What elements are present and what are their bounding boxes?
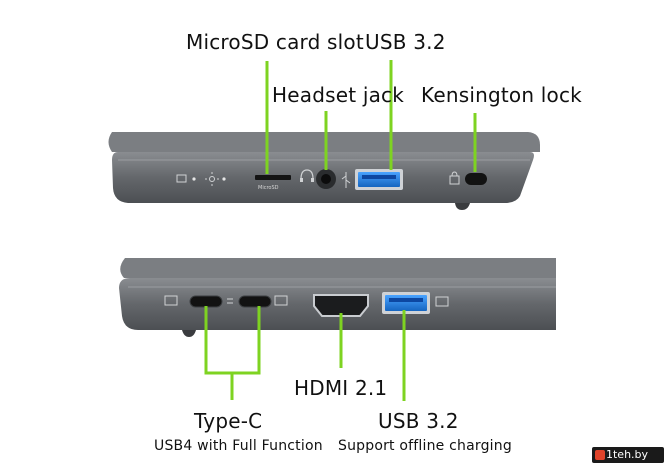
watermark: 1teh.by	[592, 447, 664, 463]
battery-indicator-icon	[176, 174, 187, 183]
type-c-port-2	[238, 295, 272, 308]
label-microsd-card-slot: MicroSD card slot	[186, 30, 364, 54]
top-laptop-side: MicroSD	[108, 132, 540, 210]
label-usb-3-2-bottom: USB 3.2	[378, 409, 459, 433]
label-usb-3-2-top: USB 3.2	[365, 30, 446, 54]
bottom-callout-lines	[204, 306, 406, 401]
power-light-icon	[205, 172, 219, 186]
top-callout-lines	[265, 60, 477, 174]
hdmi-port	[313, 294, 369, 317]
microsd-mark-text: MicroSD	[258, 185, 279, 191]
label-type-c: Type-C	[194, 409, 263, 433]
label-hdmi-2-1: HDMI 2.1	[294, 376, 388, 400]
watermark-logo-icon	[595, 450, 605, 460]
lock-icon	[449, 171, 460, 185]
usb-icon	[341, 172, 351, 188]
label-headset-jack: Headset jack	[272, 83, 405, 107]
top-foot	[455, 203, 470, 210]
indicator-led	[192, 177, 196, 181]
microsd-slot	[255, 175, 291, 180]
thunderbolt-icon	[227, 298, 233, 304]
headset-icon	[300, 169, 314, 182]
bottom-foot	[182, 330, 196, 337]
label-kensington-lock: Kensington lock	[421, 83, 582, 107]
watermark-text: 1teh.by	[606, 448, 649, 461]
display-port-icon	[274, 295, 288, 306]
label-usb-3-2-sub: Support offline charging	[338, 438, 512, 454]
bottom-lid	[120, 258, 556, 278]
charging-icon	[435, 296, 449, 307]
kensington-slot	[465, 173, 487, 185]
top-lid	[108, 132, 540, 152]
display-port-icon	[164, 295, 178, 306]
label-type-c-sub: USB4 with Full Function	[154, 438, 323, 454]
bottom-laptop-side	[119, 258, 556, 337]
type-c-port-1	[189, 295, 223, 308]
indicator-led	[222, 177, 226, 181]
